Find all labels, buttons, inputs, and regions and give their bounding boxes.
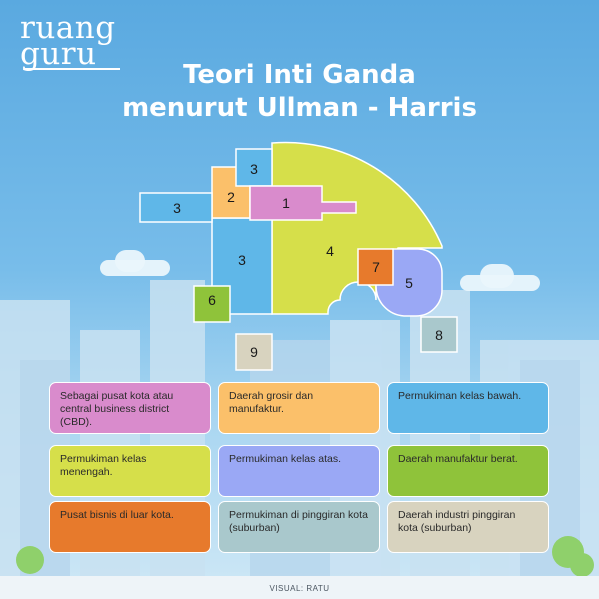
zone-6 — [193, 285, 231, 323]
ruangguru-logo: ruang guru — [20, 8, 140, 72]
zone-label-4: 4 — [326, 243, 334, 259]
legend-text: Sebagai pusat kota atau central business… — [60, 390, 174, 428]
zone-label-8: 8 — [435, 327, 443, 343]
zone-label-3-large: 3 — [238, 252, 246, 268]
legend-text: Daerah manufaktur berat. — [398, 453, 518, 465]
zone-label-3-left: 3 — [173, 200, 181, 216]
zone-label-7: 7 — [372, 259, 380, 275]
legend-card-1: Sebagai pusat kota atau central business… — [49, 382, 211, 434]
cloud — [480, 264, 514, 288]
zone-label-3-top: 3 — [250, 161, 258, 177]
legend-card-2: Daerah grosir dan manufaktur. — [218, 382, 380, 434]
logo-text-line1: ruang — [20, 10, 116, 46]
legend-card-5: Permukiman kelas atas. — [218, 445, 380, 497]
legend-card-8: Permukiman di pinggiran kota (suburban) — [218, 501, 380, 553]
legend-text: Permukiman di pinggiran kota (suburban) — [229, 509, 368, 534]
legend-card-3: Permukiman kelas bawah. — [387, 382, 549, 434]
logo-text-line2: guru — [20, 36, 97, 72]
legend-card-6: Daerah manufaktur berat. — [387, 445, 549, 497]
zone-label-6: 6 — [208, 292, 216, 308]
zone-1 — [249, 185, 357, 221]
zone-3-left — [139, 192, 213, 223]
legend-card-4: Permukiman kelas menengah. — [49, 445, 211, 497]
legend-text: Permukiman kelas menengah. — [60, 453, 147, 478]
zone-7 — [357, 248, 394, 286]
zone-label-9: 9 — [250, 344, 258, 360]
legend-text: Permukiman kelas atas. — [229, 453, 342, 465]
legend-text: Daerah grosir dan manufaktur. — [229, 390, 314, 415]
logo-underline — [24, 68, 120, 70]
zone-8 — [420, 316, 458, 353]
page-title-line1: Teori Inti Ganda — [183, 60, 416, 90]
zone-label-5: 5 — [405, 275, 413, 291]
cloud — [115, 250, 145, 272]
legend-text: Daerah industri pinggiran kota (suburban… — [398, 509, 516, 534]
legend-card-9: Daerah industri pinggiran kota (suburban… — [387, 501, 549, 553]
page-title-line2: menurut Ullman - Harris — [122, 93, 477, 123]
legend-text: Permukiman kelas bawah. — [398, 390, 522, 402]
zone-label-1: 1 — [282, 195, 290, 211]
legend-text: Pusat bisnis di luar kota. — [60, 509, 174, 521]
zone-9 — [235, 333, 273, 371]
legend-card-7: Pusat bisnis di luar kota. — [49, 501, 211, 553]
zone-label-2: 2 — [227, 189, 235, 205]
visual-credit: VISUAL: RATU — [269, 584, 330, 593]
